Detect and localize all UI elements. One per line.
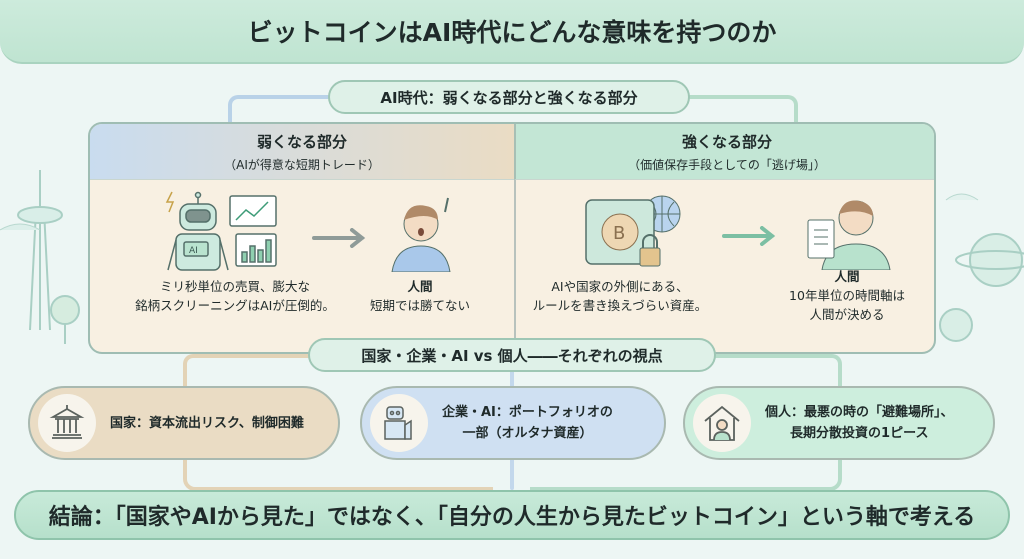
conclusion-banner: 結論：「国家やAIから見た」ではなく、「自分の人生から見たビットコイン」という軸…	[14, 490, 1010, 540]
connector-line	[183, 455, 493, 491]
weak-header: 弱くなる部分 （AIが得意な短期トレード）	[90, 124, 514, 180]
house-person-icon	[693, 394, 751, 452]
panel-divider	[514, 180, 516, 352]
perspective-text: 企業・AI：ポートフォリオの	[442, 405, 613, 420]
ai-era-panel: 弱くなる部分 （AIが得意な短期トレード） 強くなる部分 （価値保存手段としての…	[88, 122, 936, 354]
weak-heading: 弱くなる部分	[256, 132, 347, 151]
perspective-text: 国家：資本流出リスク、制御困難	[110, 415, 304, 431]
bitcoin-safe-icon: B	[585, 195, 681, 267]
robot-badge: AI	[189, 246, 198, 256]
weak-subheading: （AIが得意な短期トレード）	[224, 157, 380, 172]
government-building-icon	[38, 394, 96, 452]
perspective-individual: 個人：最悪の時の「避難場所」、長期分散投資の1ピース	[683, 386, 995, 460]
perspective-text: 一部（オルタナ資産）	[462, 426, 593, 441]
perspective-state: 国家：資本流出リスク、制御困難	[28, 386, 340, 460]
arrow-right-icon	[312, 228, 366, 248]
strong-heading: 強くなる部分	[681, 132, 772, 151]
robot-factory-icon	[370, 394, 428, 452]
svg-text:B: B	[613, 223, 625, 244]
person-with-document-icon	[807, 200, 891, 270]
connector-line	[183, 354, 313, 388]
arrow-right-icon	[722, 226, 776, 246]
human-weak-text: 人間短期では勝てない	[369, 279, 470, 313]
strong-header: 強くなる部分 （価値保存手段としての「逃げ場」）	[514, 124, 934, 180]
connector-line	[688, 95, 798, 125]
strong-subheading: （価値保存手段としての「逃げ場」）	[628, 157, 826, 172]
robot-ai-icon: AI	[165, 191, 277, 271]
section-label-ai-era: AI時代：弱くなる部分と強くなる部分	[328, 80, 690, 114]
connector-line	[530, 455, 842, 491]
ai-advantage-text: ミリ秒単位の売買、膨大な銘柄スクリーニングはAIが圧倒的。	[135, 279, 335, 313]
connector-line	[228, 95, 338, 125]
perspective-company-ai: 企業・AI：ポートフォリオの一部（オルタナ資産）	[360, 386, 666, 460]
tower-decoration-icon	[0, 170, 80, 344]
asset-description-text: AIや国家の外側にある、ルールを書き換えづらい資産。	[532, 279, 708, 313]
connector-line	[710, 354, 842, 388]
surprised-person-icon	[391, 197, 451, 272]
perspective-text: 長期分散投資の1ピース	[790, 426, 929, 441]
section-label-perspectives: 国家・企業・AI vs 個人――それぞれの視点	[308, 338, 716, 372]
planet-decoration-icon	[939, 193, 1024, 342]
perspective-text: 個人：最悪の時の「避難場所」、	[765, 405, 954, 420]
page-title: ビットコインはAI時代にどんな意味を持つのか	[0, 0, 1024, 64]
